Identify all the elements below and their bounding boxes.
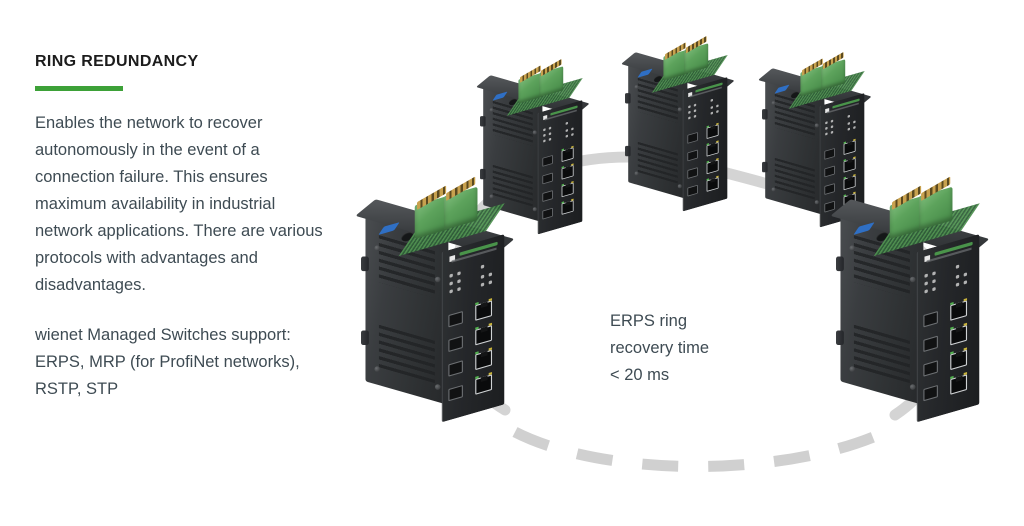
page-title: RING REDUNDANCY — [35, 53, 199, 70]
front-panel — [916, 234, 980, 423]
description-paragraph-2: wienet Managed Switches support: ERPS, M… — [35, 326, 300, 399]
power-terminal-block — [663, 35, 719, 81]
status-led-bank — [449, 259, 503, 304]
chassis-screw — [771, 101, 776, 106]
chassis-screw — [677, 107, 682, 112]
power-terminal-block — [889, 176, 968, 239]
sfp-port — [448, 384, 463, 402]
chassis-screw — [434, 384, 441, 390]
switch-device-bottom-left — [355, 176, 529, 428]
switch-device-top-right — [757, 51, 882, 232]
chassis-screw — [771, 187, 776, 192]
sfp-port — [923, 335, 938, 353]
chassis-screw — [434, 276, 441, 283]
front-panel — [682, 77, 728, 212]
sfp-port — [542, 172, 553, 185]
switch-device-top-center — [620, 35, 745, 216]
din-rail-clip — [625, 93, 631, 104]
front-panel — [441, 234, 505, 423]
din-rail-clip — [480, 116, 486, 127]
chassis-screw — [374, 366, 381, 372]
port-array — [447, 298, 503, 416]
power-terminal-block — [800, 51, 856, 97]
power-terminal-block — [414, 176, 493, 239]
sfp-port — [923, 360, 938, 377]
status-led-bank — [924, 259, 978, 304]
din-rail-clip — [361, 256, 369, 272]
sfp-port — [824, 165, 835, 178]
chassis-screw — [489, 108, 494, 113]
status-led-bank — [825, 111, 863, 143]
description-paragraph-1: Enables the network to recover autonomou… — [35, 114, 323, 295]
sfp-port — [687, 131, 698, 144]
port-array — [922, 298, 978, 416]
chassis-screw — [849, 245, 856, 251]
ring-redundancy-text-panel: RING REDUNDANCY Enables the network to r… — [35, 52, 365, 403]
port-array — [542, 145, 582, 230]
front-panel — [537, 100, 583, 235]
chassis-screw — [909, 384, 916, 390]
chassis-screw — [634, 171, 639, 176]
sfp-port — [923, 384, 938, 402]
sfp-port — [824, 200, 835, 213]
chassis-screw — [634, 85, 639, 90]
ring-topology-diagram: ERPS ring recovery time < 20 ms — [355, 0, 1024, 526]
ring-link-dashed-redundant — [512, 427, 888, 472]
status-led-bank — [543, 118, 581, 150]
sfp-port — [542, 154, 553, 167]
chassis-screw — [532, 207, 537, 212]
sfp-port — [542, 190, 553, 202]
din-rail-clip — [762, 161, 768, 173]
sfp-port — [542, 207, 553, 220]
chassis-screw — [677, 184, 682, 189]
sfp-port — [824, 147, 835, 160]
sfp-port — [448, 335, 463, 353]
sfp-port — [448, 310, 463, 328]
sfp-port — [687, 184, 698, 197]
chassis-screw — [909, 276, 916, 283]
din-rail-clip — [480, 168, 486, 180]
sfp-port — [923, 310, 938, 328]
sfp-port — [448, 360, 463, 377]
port-array — [687, 122, 727, 207]
chassis-screw — [849, 366, 856, 372]
din-rail-clip — [836, 256, 844, 272]
switch-device-bottom-right — [830, 176, 1004, 428]
din-rail-clip — [762, 109, 768, 120]
ring-recovery-time-label: ERPS ring recovery time < 20 ms — [610, 312, 710, 384]
chassis-screw — [814, 200, 819, 205]
sfp-port — [824, 183, 835, 195]
din-rail-clip — [625, 145, 631, 157]
power-terminal-block — [518, 58, 574, 104]
switch-device-top-left — [475, 58, 600, 239]
din-rail-clip — [836, 330, 844, 346]
green-accent-bar — [35, 86, 123, 92]
chassis-screw — [374, 245, 381, 251]
chassis-screw — [489, 194, 494, 199]
chassis-screw — [532, 130, 537, 135]
din-rail-clip — [361, 330, 369, 346]
sfp-port — [687, 167, 698, 179]
status-led-bank — [688, 95, 726, 127]
chassis-screw — [814, 123, 819, 128]
sfp-port — [687, 149, 698, 162]
